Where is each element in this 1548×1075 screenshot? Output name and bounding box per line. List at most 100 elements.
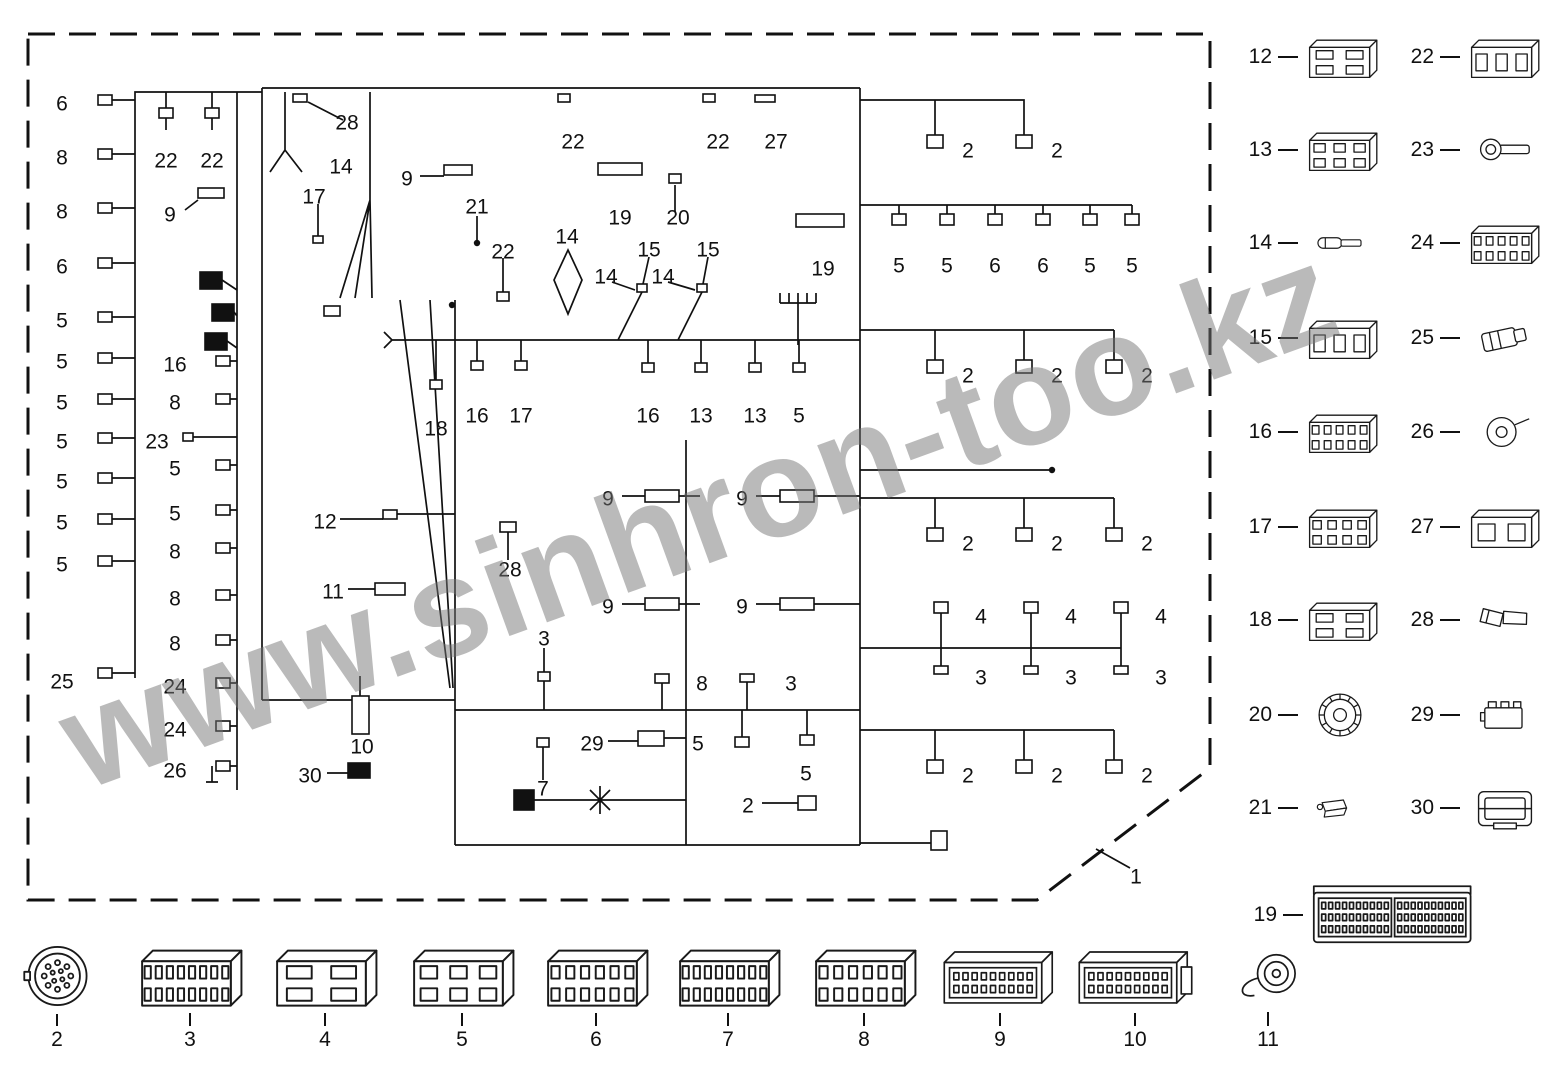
diagram-callout-5: 5 (169, 502, 181, 526)
diagram-callout-2: 2 (1051, 532, 1063, 556)
connector-mark (97, 555, 113, 567)
connector-mark (204, 107, 220, 119)
diagram-callout-3: 3 (975, 666, 987, 690)
connector-mark (668, 173, 682, 184)
connector-mark (215, 542, 231, 554)
leader-line (1134, 1013, 1136, 1026)
connector-mark (374, 582, 406, 596)
bullet-icon (1317, 237, 1362, 249)
diagram-callout-8: 8 (169, 540, 181, 564)
legend-item-20: 20 (1240, 687, 1376, 743)
diagram-callout-6: 6 (1037, 254, 1049, 278)
connector-mark (654, 673, 670, 684)
connector-mark (429, 379, 443, 390)
connector-mark (215, 393, 231, 405)
connector-mark (97, 257, 113, 269)
connector-mark (799, 734, 815, 746)
connector-mark (182, 432, 194, 442)
connector-mark (536, 737, 550, 748)
wire-end-dot (448, 301, 456, 309)
connector-mark (97, 432, 113, 444)
roundsm-icon (1241, 953, 1296, 997)
legend-part-number: 23 (1410, 138, 1434, 161)
diagram-callout-20: 20 (666, 206, 690, 230)
leader-line (1440, 242, 1460, 244)
diagram-callout-5: 5 (56, 511, 68, 535)
pin-connector-icon (815, 949, 917, 1007)
connector-mark (1015, 759, 1033, 774)
legend-item-3: 3 (127, 940, 253, 1052)
diagram-callout-23: 23 (145, 430, 169, 454)
diagram-callout-2: 2 (1051, 139, 1063, 163)
diagram-callout-5: 5 (56, 309, 68, 333)
housing-icon (1477, 790, 1533, 830)
leader-line (461, 1012, 463, 1026)
pin-connector-icon (679, 949, 781, 1007)
diagram-callout-12: 12 (313, 510, 337, 534)
legend-item-7: 7 (665, 940, 791, 1052)
leader-line (1267, 1012, 1269, 1026)
legend-item-23: 23 (1402, 122, 1542, 178)
connector-mark (754, 94, 776, 103)
legend-part-number: 29 (1410, 703, 1434, 726)
connector-mark (1015, 134, 1033, 149)
connector-mark (1023, 665, 1039, 675)
diagram-callout-6: 6 (56, 255, 68, 279)
connector-mark (312, 235, 324, 244)
sensor-icon (1479, 608, 1528, 628)
grommet-icon (1486, 416, 1530, 448)
connector-mark (199, 271, 223, 290)
connector-mark (1105, 359, 1123, 374)
connector-mark (1124, 213, 1140, 226)
diagram-callout-21: 21 (465, 195, 489, 219)
connector-mark (211, 303, 235, 322)
wire-splice-symbol (553, 247, 583, 317)
diagram-callout-9: 9 (736, 487, 748, 511)
diagram-callout-8: 8 (169, 391, 181, 415)
connector-mark (97, 352, 113, 364)
diagram-callout-24: 24 (163, 718, 187, 742)
leader-line (1278, 619, 1298, 621)
roundbig-icon (1318, 693, 1362, 737)
diagram-callout-5: 5 (56, 470, 68, 494)
connector-mark (739, 673, 755, 683)
diagram-callout-9: 9 (401, 167, 413, 191)
connector-mark (1023, 601, 1039, 614)
legend-part-number: 15 (1248, 326, 1272, 349)
leader-line (1440, 149, 1460, 151)
pin-connector-icon (1308, 602, 1378, 642)
legend-part-number: 11 (1257, 1028, 1279, 1051)
diagram-callout-8: 8 (56, 146, 68, 170)
diagram-callout-15: 15 (696, 238, 720, 262)
diagram-callout-3: 3 (1155, 666, 1167, 690)
diagram-callout-17: 17 (302, 185, 326, 209)
connector-mark (215, 589, 231, 601)
relay-icon (1479, 701, 1523, 729)
ring-icon (1479, 138, 1530, 161)
leader-line (1440, 431, 1460, 433)
connector-mark (514, 360, 528, 371)
diagram-callout-25: 25 (50, 670, 74, 694)
diagram-callout-5: 5 (692, 732, 704, 756)
pin-connector-icon (1308, 509, 1378, 549)
diagram-callout-9: 9 (602, 487, 614, 511)
leader-line (1278, 56, 1298, 58)
diagram-callout-1: 1 (1130, 865, 1142, 889)
leader-line (1278, 807, 1298, 809)
connector-mark (734, 736, 750, 748)
diagram-callout-2: 2 (1141, 364, 1153, 388)
connector-mark (470, 360, 484, 371)
legend-item-26: 26 (1402, 404, 1542, 460)
connector-mark (292, 93, 308, 103)
diagram-callout-16: 16 (636, 404, 660, 428)
connector-mark (1035, 213, 1051, 226)
diagram-callout-2: 2 (962, 364, 974, 388)
diagram-callout-13: 13 (689, 404, 713, 428)
connector-mark (215, 634, 231, 646)
connector-mark (215, 459, 231, 471)
connector-mark (513, 789, 535, 811)
legend-part-number: 7 (722, 1028, 734, 1051)
legend-item-22: 22 (1402, 29, 1542, 85)
diagram-callout-17: 17 (509, 404, 533, 428)
